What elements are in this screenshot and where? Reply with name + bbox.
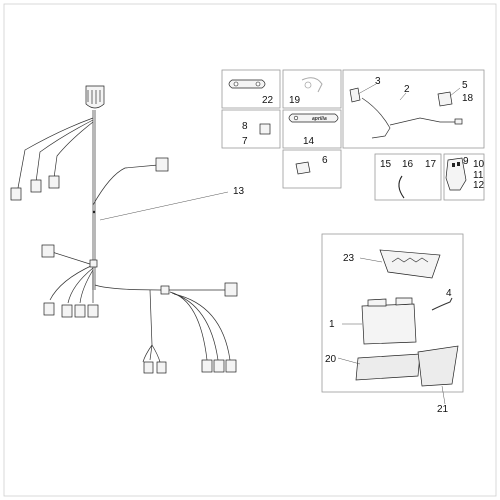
- aprilia-logo: aprilia: [312, 116, 327, 122]
- battery: [361, 303, 417, 345]
- callout-22: 22: [262, 95, 274, 106]
- harness-branch-lower-right: [94, 284, 228, 291]
- battery-strip: [417, 345, 459, 387]
- callout-19: 19: [289, 95, 301, 106]
- parts-box-19: 19: [282, 69, 342, 109]
- callout-21: 21: [437, 404, 449, 415]
- callout-5: 5: [462, 80, 468, 91]
- parts-box-14: aprilia 14: [282, 109, 342, 149]
- battery-cable: [361, 97, 391, 139]
- connector-left-mid: [41, 244, 55, 258]
- callout-2: 2: [404, 84, 410, 95]
- connector-upper-left-group: [10, 175, 60, 201]
- parts-box-15-16-17: 15 16 17: [374, 153, 442, 201]
- connector-right-top: [224, 282, 238, 297]
- parts-box-7-8: 8 7: [221, 109, 281, 149]
- fuse-block: [445, 157, 467, 191]
- callout-1: 1: [329, 319, 335, 330]
- callout-18: 18: [462, 93, 474, 104]
- callout-10: 10: [473, 159, 485, 170]
- harness-branch-upper-left: [17, 117, 94, 189]
- callout-11: 11: [473, 170, 484, 181]
- callout-23: 23: [343, 253, 355, 264]
- parts-box-9-10-11-12: 9 10 11 12: [443, 153, 485, 201]
- diagram-frame: [3, 3, 497, 497]
- callout-12: 12: [473, 180, 485, 191]
- battery-pad: [355, 353, 421, 381]
- battery-box: 23 1 4 20 21: [321, 233, 464, 415]
- parts-box-22: 22: [221, 69, 281, 109]
- callout-17: 17: [425, 159, 437, 170]
- harness-branch-left-mid: [51, 251, 94, 266]
- callout-16: 16: [402, 159, 414, 170]
- relay-part: [437, 91, 453, 107]
- callout-8: 8: [242, 121, 248, 132]
- callout-4: 4: [446, 288, 452, 299]
- vent-tube: [431, 297, 453, 311]
- relay-connector: [155, 157, 169, 172]
- parts-box-2-3-5-18: 3 2 5 18: [342, 69, 485, 149]
- connector-lower-left-group: [43, 302, 99, 318]
- callout-7: 7: [242, 136, 248, 147]
- cable-clip: [398, 175, 405, 199]
- harness-branch-lower-left: [49, 264, 94, 301]
- leader-13: [99, 191, 229, 221]
- parts-box-6: 6: [282, 149, 342, 189]
- callout-6: 6: [322, 155, 328, 166]
- harness-branch-right: [92, 164, 159, 206]
- fuse-holder: [349, 87, 361, 103]
- battery-cover: [379, 249, 441, 279]
- callout-3: 3: [375, 76, 381, 87]
- main-wiring-harness: [10, 85, 238, 374]
- callout-13: 13: [233, 186, 245, 197]
- connector-lower-right-group: [143, 359, 237, 374]
- harness-top-connector: [85, 85, 105, 109]
- callout-14: 14: [303, 136, 315, 147]
- callout-20: 20: [325, 354, 337, 365]
- callout-9: 9: [463, 156, 469, 167]
- callout-15: 15: [380, 159, 392, 170]
